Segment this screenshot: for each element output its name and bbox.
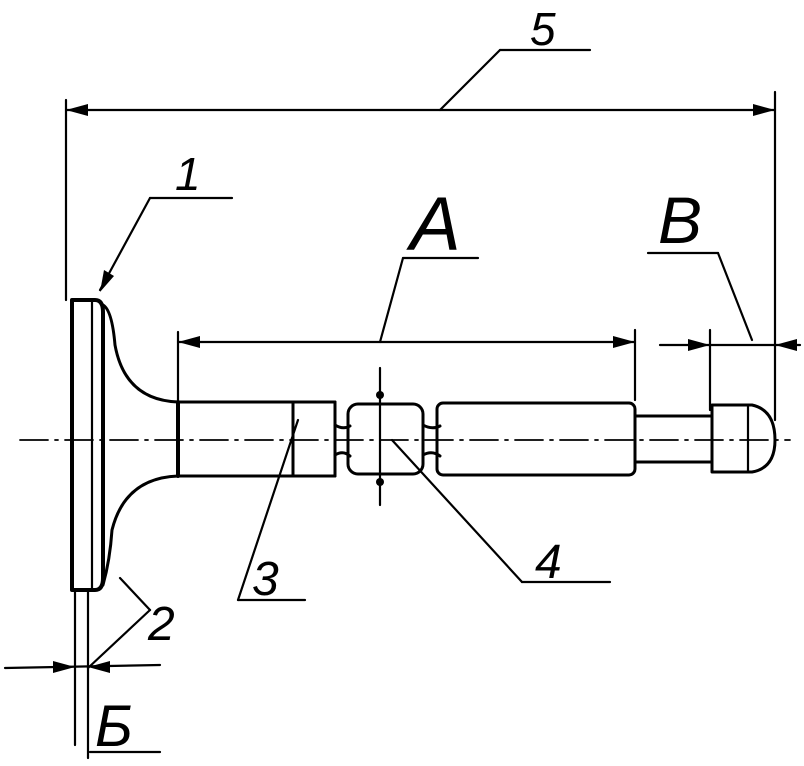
arrow-head-left bbox=[66, 104, 88, 116]
section-a-label: A bbox=[406, 182, 461, 267]
measure-point-bottom bbox=[376, 478, 384, 486]
leader-5 bbox=[438, 48, 502, 112]
valve-head bbox=[70, 298, 180, 592]
arrow-1 bbox=[100, 270, 114, 292]
arrow-be-left bbox=[53, 661, 75, 673]
arrow-be-right bbox=[88, 661, 110, 673]
fillet-upper bbox=[101, 303, 180, 404]
stem-segment-a bbox=[435, 401, 637, 477]
neck-upper-right bbox=[421, 423, 442, 430]
arrow-a-right bbox=[613, 336, 635, 348]
arrow-b-right bbox=[775, 339, 797, 351]
leader-b bbox=[716, 251, 754, 342]
measure-point-top bbox=[376, 391, 384, 399]
arrow-a-left bbox=[178, 336, 200, 348]
arrow-head-right bbox=[753, 104, 775, 116]
arrow-b-left bbox=[688, 339, 710, 351]
dimension-be bbox=[3, 588, 162, 760]
fillet-lower bbox=[101, 474, 180, 587]
leader-4 bbox=[390, 438, 524, 584]
stem-end bbox=[710, 403, 777, 474]
dimension-line-be bbox=[3, 663, 162, 670]
dimension-b bbox=[646, 251, 802, 412]
callout-leaders bbox=[86, 196, 612, 670]
callout-3-label: 3 bbox=[252, 553, 279, 606]
callout-2-label: 2 bbox=[147, 598, 175, 651]
callout-4-label: 4 bbox=[535, 536, 562, 589]
valve-stem bbox=[176, 366, 777, 507]
collar-4 bbox=[346, 402, 425, 476]
neck-lower-right bbox=[421, 451, 442, 458]
dimension-a bbox=[176, 256, 637, 402]
dimension-overall-length bbox=[64, 48, 777, 422]
valve-disk-outline bbox=[70, 298, 105, 592]
callout-1-label: 1 bbox=[175, 148, 201, 200]
leader-a bbox=[378, 256, 405, 344]
section-be-label: Б bbox=[95, 694, 133, 759]
leader-2-lower bbox=[86, 608, 152, 670]
leader-3 bbox=[236, 418, 300, 602]
section-b-label: B bbox=[658, 183, 702, 257]
callout-5-label: 5 bbox=[530, 3, 556, 55]
leader-2-upper bbox=[118, 576, 152, 612]
